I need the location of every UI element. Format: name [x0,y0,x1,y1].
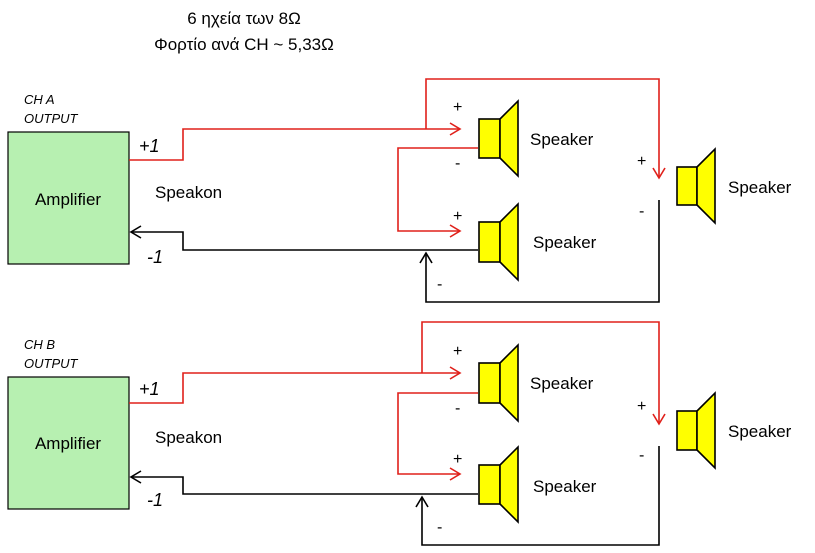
channel-a: CH A OUTPUT Amplifier +1 -1 Speakon [7,78,792,303]
speaker-cone-icon [499,343,519,423]
channel-a-speaker-3-minus: - [639,203,644,220]
channel-a-negative-arrow [129,225,142,239]
channel-b-speaker-3-positive-wire [421,321,660,424]
channel-b-speaker-1 [478,343,519,423]
channel-a-speaker-1-minus: - [455,155,460,172]
channel-b-amplifier [7,376,130,510]
channel-b-speaker-1-label: Speaker [530,374,594,393]
channel-a-speaker-3-label: Speaker [728,178,792,197]
channel-b-output-label: CH B [24,337,55,352]
channel-a-speaker-3-plus: + [637,153,646,170]
title-line-2: Φορτίο ανά CH ~ 5,33Ω [154,35,334,54]
channel-b-speaker-3-label: Speaker [728,422,792,441]
speaker-magnet [478,118,501,159]
speaker-cone-icon [499,202,519,282]
speaker-magnet [676,166,698,206]
channel-b-negative-arrow [129,470,142,484]
channel-b-amplifier-label: Amplifier [35,434,101,453]
channel-a-output-label: CH A [24,92,55,107]
channel-b-output-label-2: OUTPUT [24,356,79,371]
channel-b-speaker-3-minus: - [639,447,644,464]
channel-b-speaker-1-plus: + [453,343,462,360]
channel-b-series-link-wire [397,392,478,475]
channel-b-speaker-3 [676,391,716,470]
channel-b-speaker-2-label: Speaker [533,477,597,496]
channel-b: CH B OUTPUT Amplifier +1 -1 Speakon [7,321,792,546]
channel-b-connector-label: Speakon [155,428,222,447]
channel-a-connector-label: Speakon [155,183,222,202]
channel-b-return-minus: - [437,519,442,536]
channel-b-speaker-3-plus-arrow [652,413,666,426]
channel-a-minus-signal: -1 [147,247,163,267]
channel-a-speaker-2-plus-arrow [449,224,462,238]
speaker-cone-icon [499,99,519,178]
channel-b-return-wire [421,446,660,546]
channel-b-return-arrow [415,495,429,508]
channel-a-speaker-1-plus: + [453,99,462,116]
channel-a-speaker-2-label: Speaker [533,233,597,252]
channel-a-plus-signal: +1 [139,136,160,156]
speaker-magnet [478,221,501,263]
speaker-cone-icon [696,147,716,225]
speaker-magnet [478,464,501,505]
channel-a-speaker-3 [676,147,716,225]
channel-a-speaker-1-plus-arrow [449,122,462,136]
channel-b-speaker-1-minus: - [455,400,460,417]
speaker-cone-icon [499,445,519,524]
channel-a-speaker-1-label: Speaker [530,130,594,149]
channel-a-speaker-1 [478,99,519,178]
speaker-magnet [478,362,501,404]
channel-a-output-label-2: OUTPUT [24,111,79,126]
channel-b-speaker-3-plus: + [637,398,646,415]
channel-a-speaker-2 [478,202,519,282]
channel-a-negative-wire [131,231,478,251]
channel-a-amplifier-label: Amplifier [35,190,101,209]
speaker-cone-icon [696,391,716,470]
channel-b-plus-signal: +1 [139,379,160,399]
channel-b-minus-signal: -1 [147,490,163,510]
channel-a-amplifier [7,131,130,265]
channel-a-return-wire [425,200,660,303]
channel-a-speaker-2-plus: + [453,208,462,225]
channel-a-speaker-3-positive-wire [425,78,660,178]
channel-b-negative-wire [131,476,478,495]
title-line-1: 6 ηχεία των 8Ω [187,9,301,28]
channel-a-series-link-wire [397,147,478,232]
channel-b-speaker-2-plus-arrow [449,467,462,481]
channel-a-positive-wire [129,128,460,161]
channel-a-return-arrow [419,251,433,264]
speaker-magnet [676,410,698,451]
channel-b-speaker-2 [478,445,519,524]
channel-a-speaker-3-plus-arrow [652,167,666,180]
channel-a-return-minus: - [437,276,442,293]
channel-b-speaker-1-plus-arrow [449,366,462,380]
channel-b-positive-wire [129,372,460,404]
channel-b-speaker-2-plus: + [453,451,462,468]
